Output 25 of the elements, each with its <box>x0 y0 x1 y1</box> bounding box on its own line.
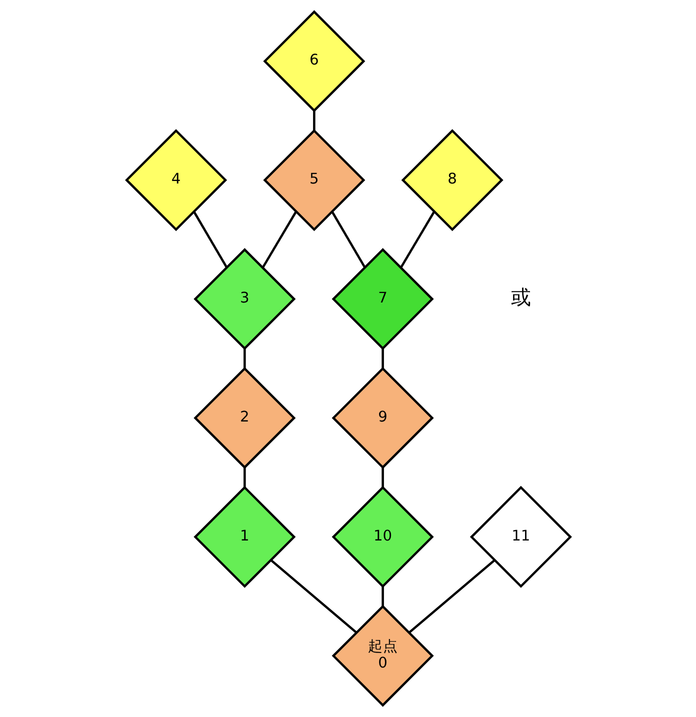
connector <box>312 110 315 131</box>
connector <box>192 211 228 268</box>
label: 或 <box>510 285 530 310</box>
connector <box>243 348 246 368</box>
connector <box>399 211 435 268</box>
connector <box>408 559 495 634</box>
connector <box>243 468 246 488</box>
node-diamond: 1 <box>193 486 296 588</box>
node-diamond: 6 <box>262 10 365 112</box>
node-diamond: 起点 0 <box>331 604 434 707</box>
connector <box>381 348 384 368</box>
node-diamond: 5 <box>262 129 365 232</box>
node-diamond: 4 <box>124 129 227 232</box>
connector <box>330 211 366 268</box>
node-diamond: 8 <box>400 129 503 232</box>
node-diamond: 2 <box>193 366 296 469</box>
connector <box>261 211 296 268</box>
connector <box>270 559 357 634</box>
node-diamond: 9 <box>331 366 434 469</box>
node-diamond: 10 <box>331 486 434 588</box>
node-diamond: 3 <box>193 248 296 350</box>
connector <box>381 468 384 488</box>
node-diamond: 11 <box>469 486 572 588</box>
node-diamond: 7 <box>331 248 434 350</box>
connector <box>381 586 384 606</box>
